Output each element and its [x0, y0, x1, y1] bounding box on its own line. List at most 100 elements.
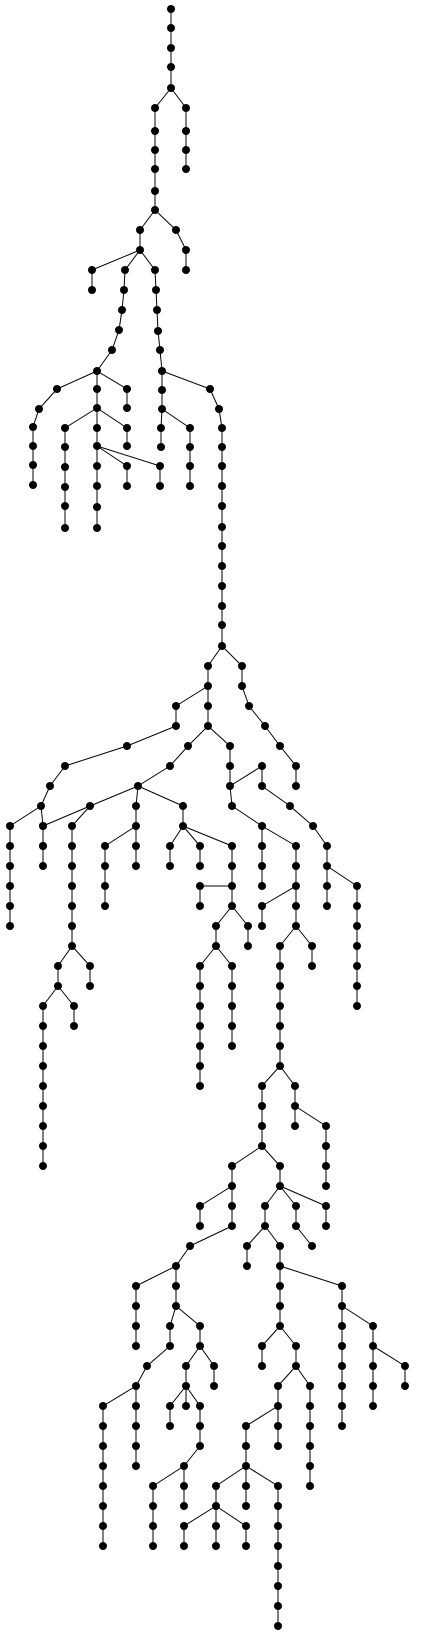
- tree-edge: [279, 1185, 297, 1207]
- tree-node: [93, 424, 101, 432]
- tree-node: [151, 104, 159, 112]
- tree-node: [204, 722, 212, 730]
- tree-edge: [38, 388, 58, 410]
- tree-node: [99, 1402, 107, 1410]
- tree-node: [276, 1262, 284, 1270]
- tree-edge: [279, 745, 297, 767]
- tree-node: [228, 842, 236, 850]
- tree-edge: [295, 1225, 313, 1247]
- tree-node: [242, 1502, 250, 1510]
- tree-node: [308, 942, 316, 950]
- tree-node: [292, 902, 300, 910]
- tree-edge: [49, 765, 66, 787]
- tree-node: [308, 1242, 316, 1250]
- tree-edge: [261, 825, 297, 847]
- tree-node: [132, 802, 140, 810]
- tree-node: [338, 1322, 346, 1330]
- tree-node: [39, 1122, 47, 1130]
- tree-node: [292, 842, 300, 850]
- tree-node: [261, 1202, 269, 1210]
- tree-node: [323, 882, 331, 890]
- tree-edge: [161, 408, 191, 429]
- tree-node: [212, 942, 220, 950]
- tree-node: [86, 982, 94, 990]
- tree-node: [258, 1082, 266, 1090]
- tree-node: [6, 842, 14, 850]
- tree-node: [99, 1442, 107, 1450]
- tree-edge: [102, 1385, 137, 1407]
- tree-node: [258, 1362, 266, 1370]
- tree-node: [172, 1282, 180, 1290]
- tree-node: [196, 842, 204, 850]
- tree-node: [132, 1382, 140, 1390]
- tree-node: [172, 1262, 180, 1270]
- tree-node: [291, 1082, 299, 1090]
- tree-node: [39, 1102, 47, 1110]
- tree-node: [70, 1022, 78, 1030]
- tree-node: [149, 1542, 157, 1550]
- tree-node: [196, 1342, 204, 1350]
- tree-node: [204, 682, 212, 690]
- tree-node: [212, 922, 220, 930]
- tree-node: [196, 1042, 204, 1050]
- tree-edge: [96, 349, 113, 372]
- tree-node: [306, 1382, 314, 1390]
- tree-node: [68, 822, 76, 830]
- tree-node: [39, 1142, 47, 1150]
- tree-node: [276, 1002, 284, 1010]
- tree-edge: [9, 805, 42, 827]
- tree-edge: [57, 985, 75, 1007]
- tree-node: [61, 524, 69, 532]
- tree-node: [353, 982, 361, 990]
- tree-edge: [154, 209, 177, 231]
- tree-edge: [189, 1225, 233, 1247]
- tree-node: [182, 104, 190, 112]
- tree-edge: [199, 945, 217, 967]
- tree-node: [276, 1062, 284, 1070]
- tree-edge: [261, 785, 291, 807]
- tree-node: [353, 922, 361, 930]
- tree-node: [172, 1302, 180, 1310]
- tree-node: [242, 1422, 250, 1430]
- tree-node: [123, 424, 131, 432]
- tree-node: [39, 822, 47, 830]
- tree-node: [180, 1462, 188, 1470]
- tree-edge: [215, 1505, 247, 1527]
- tree-node: [353, 942, 361, 950]
- tree-node: [242, 1542, 250, 1550]
- tree-node: [306, 1482, 314, 1490]
- tree-node: [274, 1542, 282, 1550]
- tree-edge: [152, 1465, 185, 1487]
- tree-edge: [96, 445, 128, 467]
- tree-node: [228, 962, 236, 970]
- tree-node: [182, 246, 190, 254]
- tree-node: [182, 1402, 190, 1410]
- tree-node: [238, 682, 246, 690]
- tree-node: [218, 523, 226, 531]
- tree-node: [292, 762, 300, 770]
- tree-edge: [221, 645, 243, 667]
- tree-node: [276, 942, 284, 950]
- tree-node: [292, 882, 300, 890]
- tree-edge: [124, 249, 141, 271]
- tree-node: [166, 862, 174, 870]
- tree-node: [292, 922, 300, 930]
- tree-edge: [229, 765, 263, 787]
- tree-node: [39, 1022, 47, 1030]
- tree-node: [143, 1362, 151, 1370]
- tree-node: [93, 385, 101, 393]
- tree-node: [369, 1402, 377, 1410]
- tree-edge: [185, 1385, 201, 1407]
- tree-node: [99, 1522, 107, 1530]
- tree-node: [180, 1482, 188, 1490]
- tree-node: [93, 462, 101, 470]
- tree-node: [323, 902, 331, 910]
- tree-edge: [295, 1365, 311, 1387]
- tree-node: [152, 286, 160, 294]
- tree-edge: [170, 87, 187, 109]
- tree-node: [261, 722, 269, 730]
- tree-node: [276, 962, 284, 970]
- tree-node: [132, 1402, 140, 1410]
- tree-node: [196, 1202, 204, 1210]
- tree-node: [29, 461, 37, 469]
